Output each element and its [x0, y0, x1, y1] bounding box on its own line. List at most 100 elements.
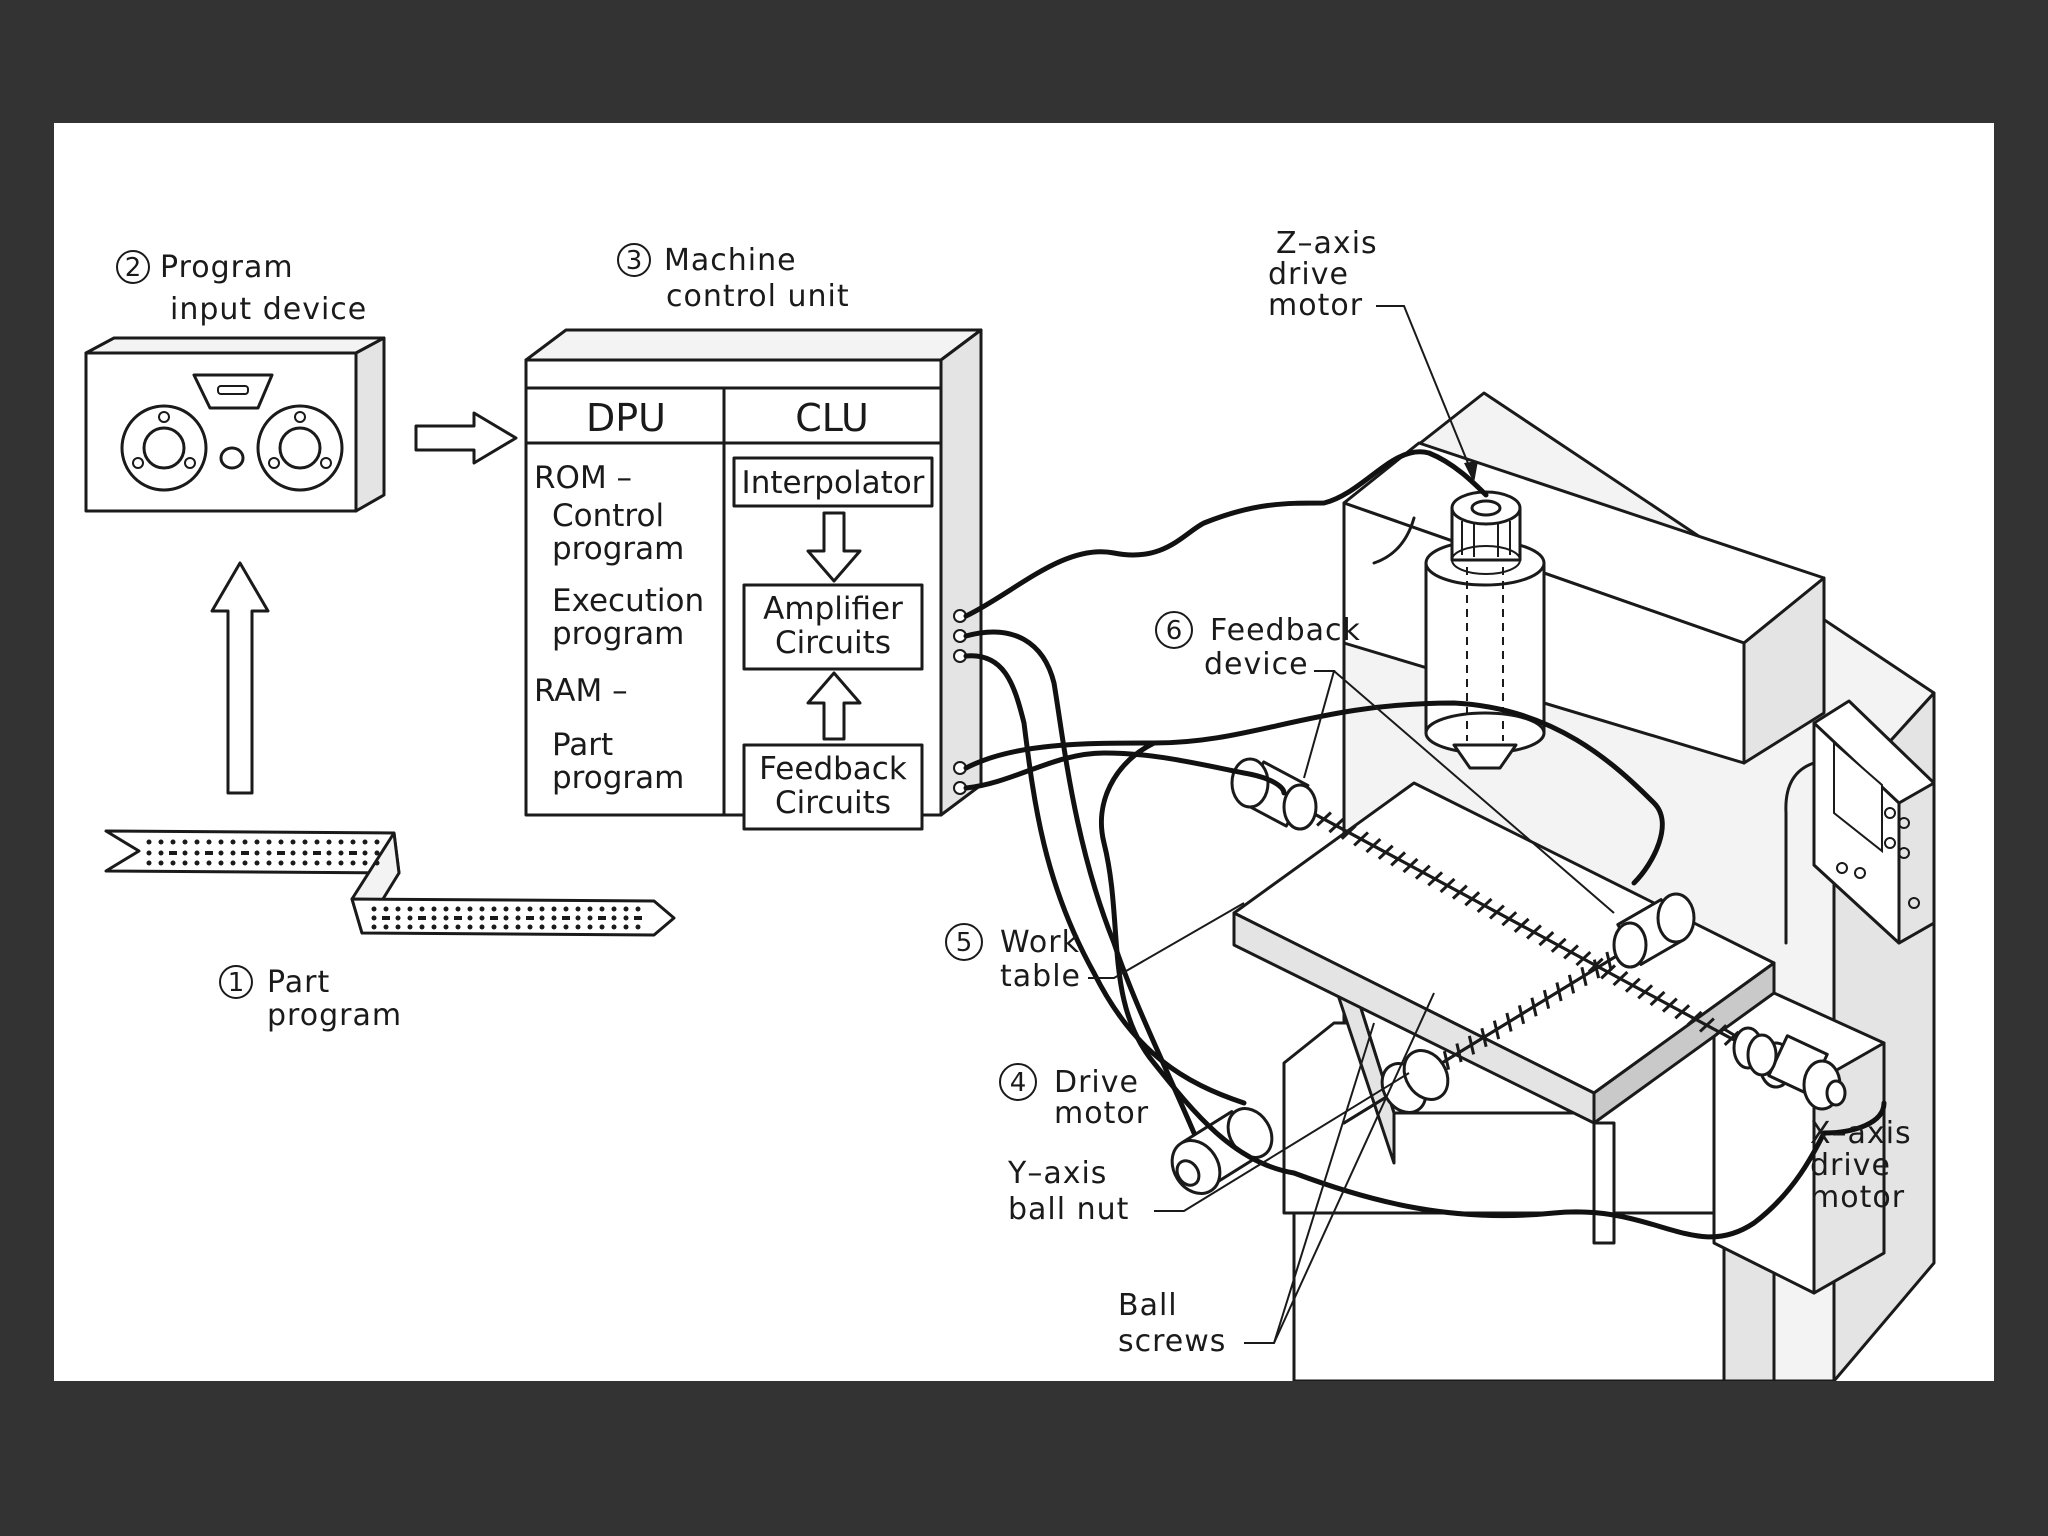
- screw-thread: [1492, 1020, 1501, 1040]
- tape-hole: [302, 860, 308, 866]
- tape-hole: [623, 915, 629, 921]
- label-line: Part: [267, 965, 330, 1000]
- tape-hole: [182, 850, 188, 856]
- tape-hole: [374, 839, 380, 845]
- tape-hole: [526, 916, 534, 920]
- screw-thread: [1353, 831, 1369, 847]
- screw-thread: [1414, 864, 1431, 880]
- label-line: drive: [1810, 1148, 1891, 1183]
- tape-hole: [623, 924, 629, 930]
- tape-hole: [371, 924, 377, 930]
- x-ball-screw: [1292, 801, 1816, 1085]
- tape-reel-left-icon: [120, 404, 208, 492]
- screw-thread: [1605, 951, 1613, 971]
- label-line: X–axis: [1810, 1116, 1912, 1151]
- screw-thread: [1467, 1035, 1476, 1055]
- arrow-right-icon: [414, 411, 518, 465]
- screw-thread: [1624, 977, 1641, 993]
- cnc-system-diagram: 2 Program input device 1 Part program: [84, 226, 1936, 1381]
- tape-hole: [170, 860, 176, 866]
- control-pendant: [1784, 699, 1936, 945]
- tape-hole: [551, 906, 557, 912]
- tape-hole: [575, 906, 581, 912]
- tape-hole: [290, 850, 296, 856]
- tape-hole: [242, 860, 248, 866]
- screw-thread: [1340, 824, 1357, 840]
- screw-thread: [1649, 990, 1666, 1007]
- tape-hole: [277, 851, 285, 855]
- tape-hole: [182, 860, 188, 866]
- tape-hole: [241, 851, 249, 855]
- tape-hole: [158, 850, 164, 856]
- screw-thread: [1513, 917, 1530, 933]
- tape-hole: [539, 906, 545, 912]
- punched-tape: [104, 829, 676, 937]
- label-line: program: [267, 998, 402, 1033]
- screw-thread: [1377, 844, 1394, 860]
- tape-hole: [230, 860, 236, 866]
- tape-hole: [206, 860, 212, 866]
- screw-thread: [1575, 950, 1592, 967]
- tape-hole: [527, 906, 533, 912]
- screw-thread: [1427, 871, 1444, 887]
- execution-program-line1: Execution: [552, 583, 704, 619]
- tape-hole: [562, 916, 570, 920]
- tape-hole: [146, 860, 152, 866]
- tape-hole: [169, 851, 177, 855]
- label-line: Work: [1000, 925, 1080, 960]
- screw-thread: [1674, 1004, 1691, 1020]
- dpu-label: DPU: [586, 396, 666, 440]
- tape-hole: [170, 839, 176, 845]
- screw-thread: [1592, 959, 1601, 979]
- label-line: Ball: [1118, 1288, 1178, 1323]
- tape-hole: [635, 906, 641, 912]
- ball-nut-icon: [1380, 1049, 1450, 1114]
- callout-number: 1: [228, 968, 245, 998]
- screw-thread: [1501, 911, 1518, 927]
- tape-hole: [611, 906, 617, 912]
- tape-hole: [205, 851, 213, 855]
- label-line: motor: [1054, 1096, 1149, 1131]
- label-line: drive: [1268, 257, 1349, 292]
- tape-hole: [314, 860, 320, 866]
- tape-hole: [491, 924, 497, 930]
- x-nut-icon: [1732, 1026, 1778, 1077]
- tape-hole: [575, 924, 581, 930]
- tape-hole: [407, 915, 413, 921]
- tape-hole: [218, 850, 224, 856]
- tape-hole: [146, 839, 152, 845]
- tape-hole: [491, 906, 497, 912]
- tape-hole: [302, 850, 308, 856]
- tape-hole: [587, 906, 593, 912]
- screw-thread: [1661, 997, 1678, 1013]
- tape-hole: [431, 924, 437, 930]
- tape-hole: [503, 915, 509, 921]
- tape-hole: [326, 850, 332, 856]
- tape-hole: [527, 924, 533, 930]
- tape-hole: [551, 915, 557, 921]
- tape-hole: [278, 860, 284, 866]
- tape-hole: [382, 916, 390, 920]
- tape-hole: [314, 839, 320, 845]
- label-line: motor: [1810, 1180, 1905, 1215]
- callout-number: 5: [956, 928, 973, 958]
- tape-hole: [383, 924, 389, 930]
- screw-thread: [1328, 818, 1345, 834]
- feedback-device-y-icon: [1612, 892, 1696, 969]
- tape-hole: [454, 916, 462, 920]
- machine-control-unit: DPU CLU ROM – Control program Execution …: [524, 328, 983, 831]
- tape-hole: [362, 860, 368, 866]
- screw-thread: [1550, 937, 1567, 953]
- label-line: motor: [1268, 288, 1363, 323]
- work-table: [1232, 781, 1776, 1245]
- tape-hole: [374, 860, 380, 866]
- screw-thread: [1600, 964, 1617, 980]
- tape-hole: [407, 924, 413, 930]
- label-feedback-device: 6 Feedback device: [1155, 611, 1615, 914]
- signal-cables: [963, 449, 1887, 1240]
- screw-thread: [1316, 811, 1332, 827]
- tape-hole: [587, 924, 593, 930]
- control-program-line1: Control: [552, 498, 664, 534]
- label-work-table: 5 Work table: [945, 902, 1245, 994]
- screw-thread: [1637, 984, 1654, 1000]
